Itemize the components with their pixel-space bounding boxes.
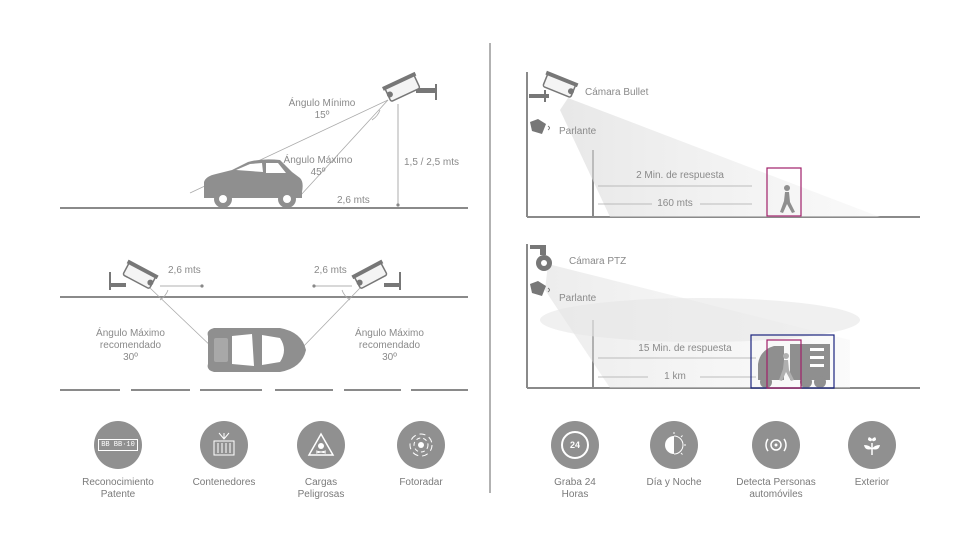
feature-caption: Cargas Peligrosas xyxy=(271,477,371,501)
response-label-top: 2 Min. de respuesta xyxy=(636,170,724,181)
plant-icon xyxy=(848,421,896,469)
fov-line-max xyxy=(299,99,389,197)
clock-24-icon: 24 xyxy=(551,421,599,469)
caption-line1: Reconocimiento xyxy=(82,477,154,488)
distance-label-bottom: 1 km xyxy=(664,371,686,382)
car-top-icon xyxy=(207,328,306,372)
bullet-cam-bottom-right xyxy=(351,259,401,290)
angle-rec-left-3: 30º xyxy=(123,352,138,363)
angle-rec-right-1: Ángulo Máximo xyxy=(355,328,424,339)
bullet-cam-bottom-left xyxy=(109,259,159,290)
angle-max-value: 45º xyxy=(310,167,326,178)
plate-text: BB BB·10 xyxy=(98,439,138,451)
angle-rec-left-2: recomendado xyxy=(99,340,162,351)
angle-rec-right-3: 30º xyxy=(382,352,397,363)
detect-icon xyxy=(752,421,800,469)
license-plate-icon: BB BB·10 xyxy=(94,421,142,469)
dist-left-label: 2,6 mts xyxy=(168,265,201,276)
ptz-camera-label: Cámara PTZ xyxy=(569,256,627,267)
feature-radar: Fotoradar xyxy=(371,421,471,489)
clock-badge: 24 xyxy=(561,431,589,459)
angle-min-text: Ángulo Mínimo xyxy=(288,98,356,109)
angle-max-label: Ángulo Máximo 45º xyxy=(268,155,368,179)
day-night-icon xyxy=(650,421,698,469)
feature-detect: Detecta Personas automóviles xyxy=(726,421,826,501)
car-side-icon xyxy=(204,159,303,208)
feature-containers: Contenedores xyxy=(174,421,274,489)
dist-right-label: 2,6 mts xyxy=(314,265,347,276)
speaker-icon-rb xyxy=(530,281,550,296)
feature-caption: Reconocimiento Patente xyxy=(68,477,168,501)
feature-caption: Exterior xyxy=(822,477,922,489)
feature-day-night: Día y Noche xyxy=(624,421,724,489)
speaker-label-top: Parlante xyxy=(559,126,597,137)
angle-rec-left-1: Ángulo Máximo xyxy=(96,328,165,339)
distance-label-top: 160 mts xyxy=(657,198,693,209)
angle-min-label: Ángulo Mínimo 15º xyxy=(272,98,372,122)
person-icon xyxy=(780,185,795,213)
feature-caption: Día y Noche xyxy=(624,477,724,489)
person-detect-box xyxy=(766,167,802,217)
caption-line2: Peligrosas xyxy=(297,489,345,500)
person-icon-truck xyxy=(779,353,794,381)
caption-line1: Fotoradar xyxy=(399,477,443,488)
speaker-label-bottom: Parlante xyxy=(559,293,597,304)
feature-24h: 24 Graba 24 Horas xyxy=(525,421,625,501)
fov-line-bl xyxy=(149,287,216,351)
hazard-icon xyxy=(297,421,345,469)
beam-bullet xyxy=(560,98,880,217)
truck-icon xyxy=(758,344,830,388)
caption-line1: Día y Noche xyxy=(646,477,702,488)
caption-line2: automóviles xyxy=(749,489,803,500)
angle-rec-left: Ángulo Máximo recomendado 30º xyxy=(78,328,183,364)
feature-exterior: Exterior xyxy=(822,421,922,489)
radar-icon xyxy=(397,421,445,469)
container-icon xyxy=(200,421,248,469)
response-label-bottom: 15 Min. de respuesta xyxy=(638,343,732,354)
caption-line1: Graba 24 xyxy=(554,477,596,488)
feature-caption: Fotoradar xyxy=(371,477,471,489)
height-label: 1,5 / 2,5 mts xyxy=(404,157,460,168)
caption-line2: Patente xyxy=(100,489,136,500)
feature-license-plate: BB BB·10 Reconocimiento Patente xyxy=(68,421,168,501)
angle-min-value: 15º xyxy=(314,110,330,121)
speaker-icon-rt xyxy=(530,119,550,134)
caption-line1: Cargas xyxy=(304,477,338,488)
angle-rec-right-2: recomendado xyxy=(358,340,421,351)
caption-line1: Contenedores xyxy=(192,477,256,488)
caption-line1: Detecta Personas xyxy=(736,477,816,488)
person-detect-box-2 xyxy=(766,339,802,389)
caption-line2: Horas xyxy=(561,489,589,500)
caption-line1: Exterior xyxy=(854,477,890,488)
distance-label: 2,6 mts xyxy=(337,195,370,206)
bullet-cam-right xyxy=(529,70,579,102)
bullet-camera-label: Cámara Bullet xyxy=(585,87,649,98)
angle-max-text: Ángulo Máximo xyxy=(283,155,353,166)
feature-caption: Graba 24 Horas xyxy=(525,477,625,501)
bullet-cam-top-left xyxy=(382,71,437,102)
ptz-cam-icon xyxy=(530,245,552,271)
angle-rec-right: Ángulo Máximo recomendado 30º xyxy=(337,328,442,364)
fov-line-br xyxy=(299,287,361,351)
feature-caption: Detecta Personas automóviles xyxy=(726,477,826,501)
feature-hazard: Cargas Peligrosas xyxy=(271,421,371,501)
feature-caption: Contenedores xyxy=(174,477,274,489)
